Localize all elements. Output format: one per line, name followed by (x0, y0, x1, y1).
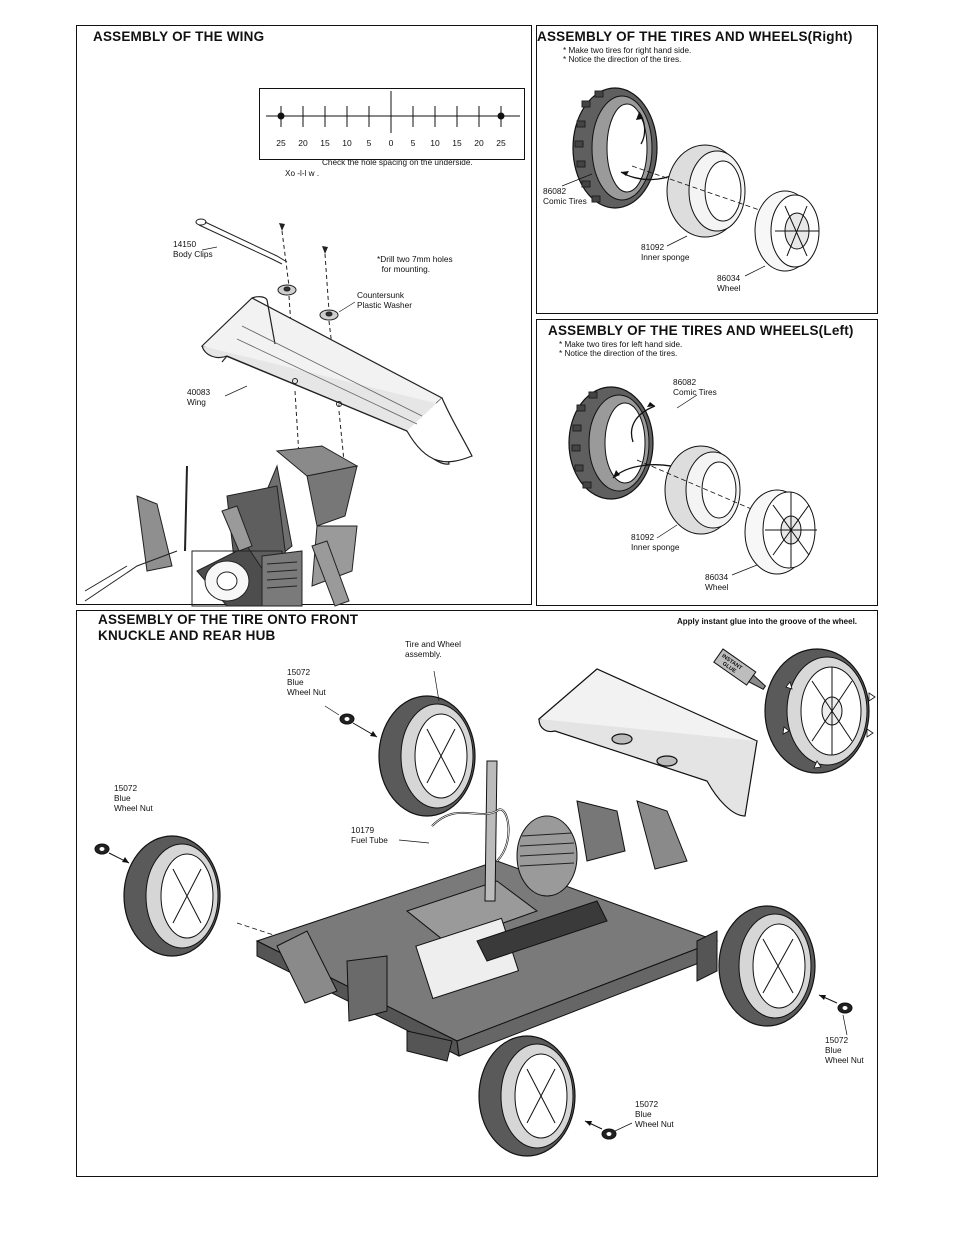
glue-bottle: INSTANT GLUE (713, 648, 767, 690)
tires-right-illustration (561, 87, 820, 277)
tires-left-note: * Make two tires for left hand side. (559, 340, 683, 349)
wing-label: 40083 Wing (187, 387, 211, 407)
ruler-tick: 15 (452, 138, 462, 148)
tires-right-note: * Make two tires for right hand side. (563, 46, 692, 55)
wing-part (200, 296, 473, 465)
wheel-nut-left (94, 843, 110, 855)
wheel-nut-right (837, 1002, 853, 1014)
car-chassis (255, 760, 719, 1062)
sponge-part (664, 445, 741, 535)
drill-note: *Drill two 7mm holes for mounting. (377, 254, 453, 274)
chassis-rear-fragment (136, 445, 359, 607)
knuckle-hub-illustration: INSTANT GLUE (94, 648, 876, 1157)
wheel-nut-label: 15072 Blue Wheel Nut (287, 667, 326, 697)
tire-assembly-label: Tire and Wheel assembly. (405, 639, 461, 659)
tires-right-panel: ASSEMBLY OF THE TIRES AND WHEELS(Right) … (536, 25, 878, 314)
body-clips-label: 14150 Body Clips (173, 239, 213, 259)
wheel-glue-assembly (764, 648, 876, 774)
ruler-tick: 10 (342, 138, 352, 148)
tire-wheel-assembly (478, 1035, 576, 1157)
comic-tires-label: 86082 Comic Tires (543, 186, 587, 206)
wheel-nut-label: 15072 Blue Wheel Nut (635, 1099, 674, 1129)
wing-panel: ASSEMBLY OF THE WING 25 20 15 10 5 0 5 1… (76, 25, 532, 607)
exhaust-pipe (476, 900, 608, 962)
hole-spacing-ruler: 25 20 15 10 5 0 5 10 15 20 25 (259, 88, 525, 160)
wheel-nut-top (339, 713, 355, 725)
ruler-tick: 25 (496, 138, 506, 148)
wheel-part (744, 489, 817, 575)
knuckle-hub-title: ASSEMBLY OF THE TIRE ONTO FRONT (98, 612, 359, 627)
car-wing (537, 668, 759, 817)
hole-marker-left (277, 112, 285, 120)
engine-fragment (191, 550, 303, 607)
tires-left-title: ASSEMBLY OF THE TIRES AND WHEELS(Left) (548, 323, 854, 338)
inner-sponge-label: 81092 Inner sponge (631, 532, 680, 552)
tires-left-panel: ASSEMBLY OF THE TIRES AND WHEELS(Left) *… (536, 319, 878, 606)
body-clip-part (195, 218, 288, 265)
tire-wheel-assembly (718, 905, 816, 1027)
inner-sponge-label: 81092 Inner sponge (641, 242, 690, 262)
fuel-tube-label: 10179 Fuel Tube (351, 825, 388, 845)
washer-label: Countersunk Plastic Washer (357, 290, 413, 310)
ruler-tick: 20 (474, 138, 484, 148)
knuckle-hub-title: KNUCKLE AND REAR HUB (98, 628, 276, 643)
tires-left-note: * Notice the direction of the tires. (559, 349, 678, 358)
tire-part (568, 386, 654, 500)
wheel-label: 86034 Wheel (717, 273, 741, 293)
ruler-tick: 5 (410, 138, 416, 148)
comic-tires-label: 86082 Comic Tires (673, 377, 717, 397)
hole-spacing-note: Check the hole spacing on the underside. (322, 158, 473, 167)
tire-wheel-assembly (378, 695, 476, 817)
shock-fragment (221, 505, 350, 607)
tires-right-title: ASSEMBLY OF THE TIRES AND WHEELS(Right) (537, 29, 853, 44)
tire-wheel-assembly (123, 835, 221, 957)
rear-shock (636, 800, 688, 870)
wheel-part (754, 190, 820, 272)
tires-right-note: * Notice the direction of the tires. (563, 55, 682, 64)
countersunk-washer (277, 284, 339, 321)
wing-panel-title: ASSEMBLY OF THE WING (93, 29, 265, 44)
ruler-tick: 15 (320, 138, 330, 148)
ruler-tick: 10 (430, 138, 440, 148)
wheel-nut-label: 15072 Blue Wheel Nut (825, 1035, 864, 1065)
tires-left-illustration (568, 386, 817, 576)
glue-note: Apply instant glue into the groove of th… (677, 617, 858, 626)
sponge-part (666, 144, 746, 238)
ruler-tick: 5 (366, 138, 372, 148)
knuckle-hub-panel: ASSEMBLY OF THE TIRE ONTO FRONT KNUCKLE … (76, 610, 878, 1177)
tire-part (572, 87, 658, 209)
hole-marker-right (497, 112, 505, 120)
wheel-nut-bottom (601, 1128, 617, 1140)
wing-illustration (84, 218, 473, 607)
front-shock (276, 930, 338, 1004)
wheel-nut-label: 15072 Blue Wheel Nut (114, 783, 153, 813)
ruler-tick: 0 (388, 138, 394, 148)
wheel-label: 86034 Wheel (705, 572, 729, 592)
ruler-tick: 20 (298, 138, 308, 148)
ruler-scale (266, 91, 520, 133)
small-note: Xo -l-l w . (285, 169, 320, 178)
ruler-tick: 25 (276, 138, 286, 148)
